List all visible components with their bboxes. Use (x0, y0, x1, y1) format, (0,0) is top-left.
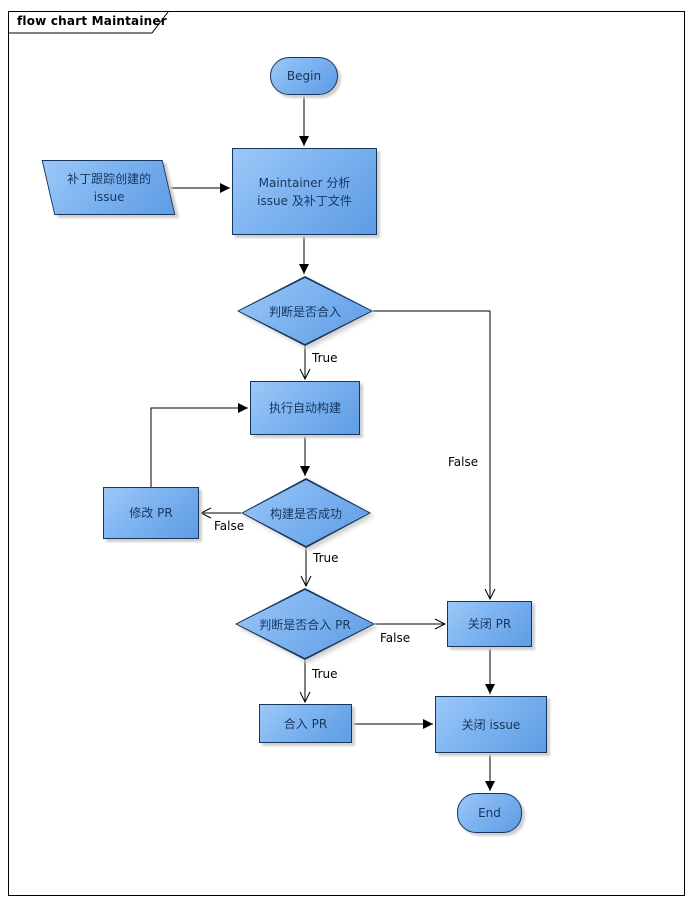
edge-label-build-success-false: False (214, 519, 245, 533)
node-analyze-label: Maintainer 分析 issue 及补丁文件 (257, 175, 352, 208)
node-close-pr-label: 关闭 PR (467, 617, 512, 631)
node-build-success-label: 构建是否成功 (269, 506, 342, 521)
node-patch-issue-label: 补丁跟踪创建的 issue (66, 171, 151, 204)
edge-label-decide-merge-pr-false: False (380, 631, 411, 645)
node-decide-merge-pr[interactable]: 判断是否合入 PR (235, 588, 375, 660)
node-close-issue[interactable]: 关闭 issue (435, 696, 547, 753)
node-merge-pr[interactable]: 合入 PR (259, 704, 352, 743)
diagram-frame-border (8, 11, 685, 896)
diagram-title: flow chart Maintainer (17, 14, 167, 28)
node-begin[interactable]: Begin (270, 57, 338, 95)
node-begin-label: Begin (286, 69, 322, 83)
edge-label-build-success-true: True (313, 551, 339, 565)
node-modify-pr-label: 修改 PR (129, 506, 173, 520)
node-decide-merge[interactable]: 判断是否合入 (237, 276, 373, 346)
node-end[interactable]: End (457, 793, 522, 833)
node-decide-merge-pr-label: 判断是否合入 PR (259, 617, 351, 632)
node-close-issue-label: 关闭 issue (461, 717, 521, 732)
node-auto-build-label: 执行自动构建 (268, 401, 341, 415)
node-build-success[interactable]: 构建是否成功 (241, 478, 371, 548)
edge-label-decide-merge-false: False (448, 455, 479, 469)
edge-label-decide-merge-true: True (312, 351, 338, 365)
node-decide-merge-label: 判断是否合入 (268, 304, 341, 319)
node-merge-pr-label: 合入 PR (283, 716, 328, 731)
node-patch-issue[interactable]: 补丁跟踪创建的 issue (41, 160, 176, 215)
node-end-label: End (478, 806, 501, 820)
node-analyze[interactable]: Maintainer 分析 issue 及补丁文件 (232, 148, 377, 235)
node-auto-build[interactable]: 执行自动构建 (250, 381, 360, 435)
node-modify-pr[interactable]: 修改 PR (103, 487, 199, 539)
node-close-pr[interactable]: 关闭 PR (447, 601, 532, 647)
edge-label-decide-merge-pr-true: True (312, 667, 338, 681)
